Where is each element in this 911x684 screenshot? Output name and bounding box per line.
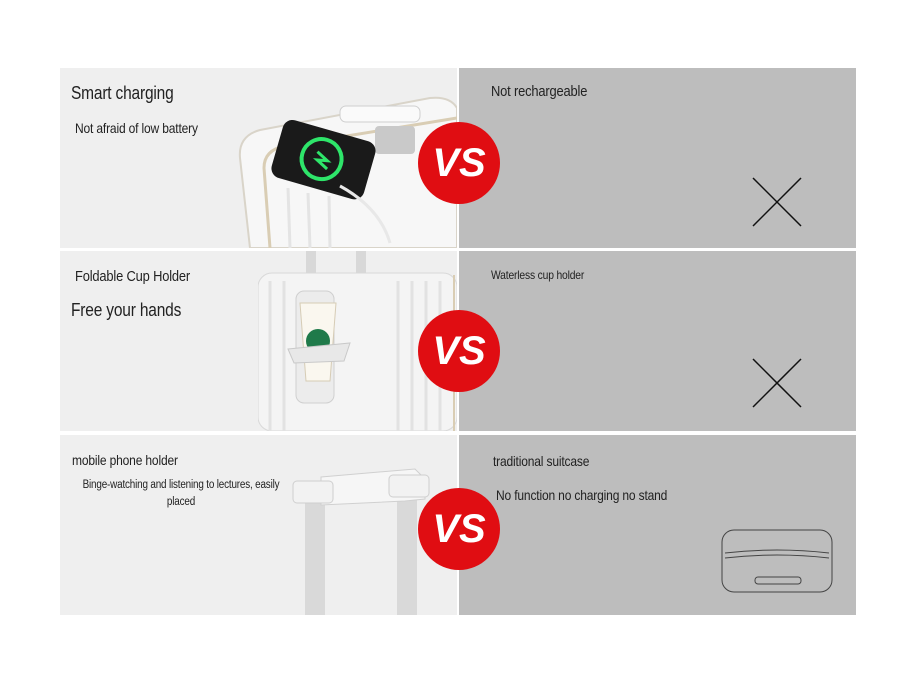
vs-badge-icon: VS <box>432 507 486 551</box>
svg-text:VS: VS <box>432 507 486 551</box>
feature-panel-phone-holder: mobile phone holder Binge-watching and l… <box>60 435 457 615</box>
svg-text:VS: VS <box>432 141 486 185</box>
competitor-panel-cup-holder: Waterless cup holder <box>459 251 856 431</box>
competitor-title: Waterless cup holder <box>491 268 585 282</box>
feature-subtitle: Free your hands <box>71 300 182 320</box>
competitor-panel-charging: Not rechargeable <box>459 68 856 248</box>
charging-suitcase-image <box>238 96 457 248</box>
suitcase-icon <box>721 529 833 593</box>
vs-badge: VS <box>418 310 500 392</box>
vs-badge: VS <box>418 488 500 570</box>
competitor-title: traditional suitcase <box>493 453 590 469</box>
feature-panel-cup-holder: Foldable Cup Holder Free your hands <box>60 251 457 431</box>
svg-text:VS: VS <box>432 329 486 373</box>
competitor-title: Not rechargeable <box>491 83 588 100</box>
competitor-subtitle: No function no charging no stand <box>496 487 668 503</box>
feature-title: Smart charging <box>71 83 174 103</box>
competitor-panel-traditional: traditional suitcase No function no char… <box>459 435 856 615</box>
feature-title: mobile phone holder <box>72 452 178 468</box>
cross-icon <box>752 358 802 408</box>
feature-panel-charging: Smart charging Not afraid of low battery <box>60 68 457 248</box>
cross-icon <box>752 177 802 227</box>
phone-holder-handle-image <box>292 468 430 615</box>
cup-holder-suitcase-image <box>258 251 457 431</box>
vs-badge: VS <box>418 122 500 204</box>
feature-subtitle: Binge-watching and listening to lectures… <box>82 479 280 508</box>
comparison-row-cup-holder: Foldable Cup Holder Free your hands Wate… <box>60 251 856 431</box>
vs-badge-icon: VS <box>432 141 486 185</box>
comparison-row-phone-holder: mobile phone holder Binge-watching and l… <box>60 435 856 615</box>
comparison-row-charging: Smart charging Not afraid of low battery… <box>60 68 856 248</box>
feature-title: Foldable Cup Holder <box>75 268 191 285</box>
vs-badge-icon: VS <box>432 329 486 373</box>
feature-subtitle: Not afraid of low battery <box>75 120 198 136</box>
